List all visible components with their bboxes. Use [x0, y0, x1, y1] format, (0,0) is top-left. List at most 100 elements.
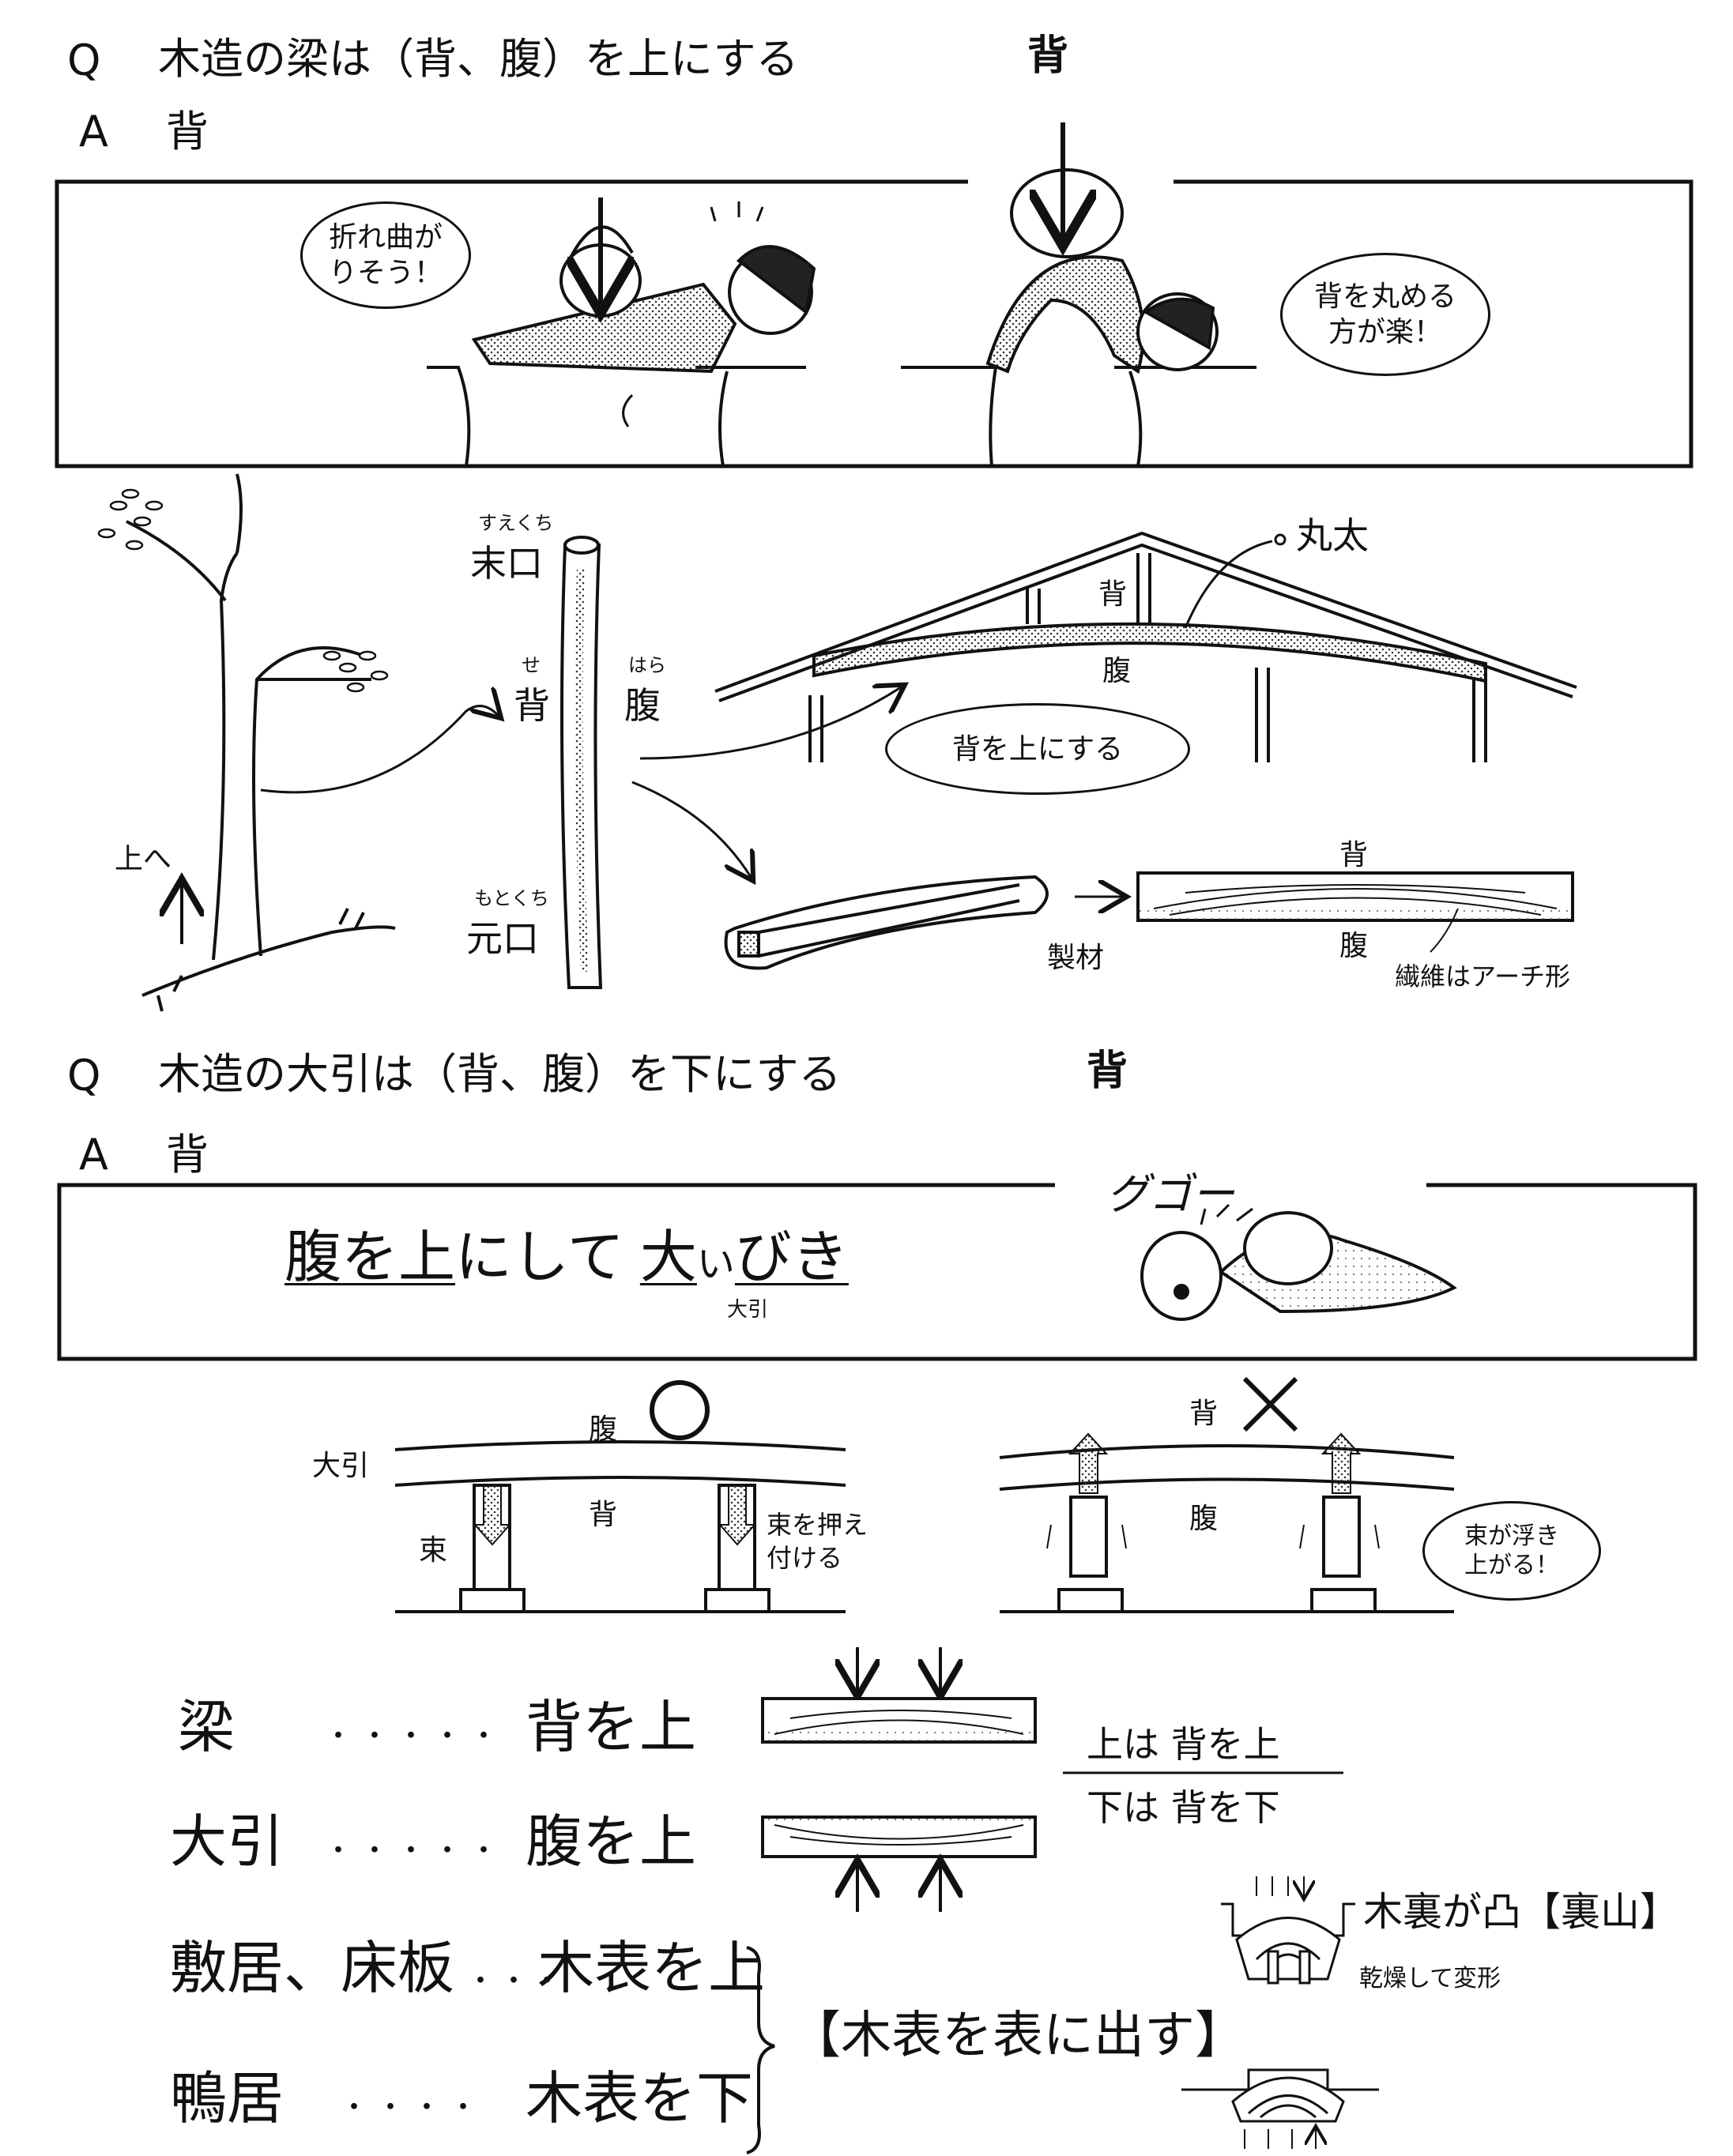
mnemonic-small: 大引 [727, 1298, 769, 1322]
roof-leader [1184, 540, 1273, 629]
roof-bubble-text: 背を上にする [951, 732, 1124, 766]
left-top-label: 腹 [589, 1413, 618, 1446]
correct-mark [650, 1380, 710, 1440]
up-label: 上へ [115, 843, 172, 875]
lumber-plank-1 [1136, 871, 1574, 922]
bubble-left-line2: りそう！ [328, 257, 443, 289]
bracket-note: 【木表を表に出す】 [790, 2007, 1245, 2065]
wrong-mark [1242, 1376, 1298, 1432]
roof-back-label: 背 [1098, 578, 1128, 611]
mnemonic-dai: 大 [639, 1224, 697, 1290]
side-rule-top: 上は 背を上 [1087, 1723, 1280, 1766]
log-to-lumber-arrow [631, 781, 751, 877]
q2-answer: 背 [166, 1130, 209, 1180]
figure-bending [471, 198, 816, 427]
mnemonic-belly: 腹 [284, 1224, 342, 1290]
mnemonic-wo: を [341, 1224, 399, 1290]
grain-note: 木裏が凸【裏山】 [1363, 1889, 1679, 1935]
base-end-label: 元口 [466, 917, 539, 960]
row2-dots: ・・・・・ [324, 1834, 507, 1867]
left-bottom-label: 背 [589, 1499, 618, 1531]
mnemonic-nishite: にして [455, 1224, 624, 1290]
roof-belly-label: 腹 [1102, 655, 1132, 687]
roof-log-label: 丸太 [1296, 514, 1369, 557]
tree-to-log-arrow [260, 706, 498, 794]
back-label: 背 [514, 684, 550, 727]
lift-arrows-right [1068, 1432, 1362, 1494]
q1-q-mark: Q [67, 36, 101, 85]
right-bubble-line2: 上がる！ [1464, 1552, 1559, 1579]
q1-answer-choice: 背 [1027, 32, 1068, 80]
fiber-leader [1430, 908, 1459, 953]
plank-sill [761, 1815, 1037, 1912]
speech-bubble-right: 背を丸める方が楽！ [1280, 253, 1490, 376]
mnemonic-biki: びき [734, 1224, 849, 1290]
belly-label: 腹 [624, 684, 661, 727]
press-arrows-left [473, 1484, 757, 1546]
q1-answer: 背 [166, 107, 209, 156]
q2-a-mark: A [79, 1130, 108, 1180]
bubble-left-line1: 折れ曲が [328, 221, 443, 254]
dry-note: 乾燥して変形 [1359, 1965, 1501, 1992]
q1-a-mark: A [79, 107, 108, 156]
row1-dots: ・・・・・ [324, 1720, 507, 1752]
bubble-right-line1: 背を丸める [1313, 280, 1456, 313]
row3-rule: 木表を上 [537, 1935, 766, 2001]
lumber-label: 製材 [1047, 942, 1105, 974]
bubble-right-line2: 方が楽！ [1328, 316, 1442, 348]
q2-question: 木造の大引は（背、腹）を下にする [158, 1049, 842, 1099]
panel-1-frame [55, 179, 1693, 468]
back-reading: せ [522, 654, 541, 676]
log-to-roof-arrow [639, 687, 901, 760]
snoring-figure [1140, 1203, 1457, 1321]
q1-question: 木造の梁は（背、腹）を上にする [158, 34, 799, 84]
row1-rule: 背を上 [526, 1694, 697, 1760]
base-end-reading: もとくち [474, 887, 549, 909]
right-bubble: 束が浮き上がる！ [1422, 1501, 1601, 1601]
plank-beam [761, 1647, 1037, 1744]
top-end-label: 末口 [470, 542, 543, 585]
lumber-belly-label: 腹 [1339, 930, 1369, 962]
right-top-label: 背 [1189, 1398, 1219, 1430]
roof-beam-log [812, 622, 1487, 683]
row1-item: 梁 [178, 1694, 235, 1760]
row4-dots: ・・・・ [340, 2091, 486, 2124]
row3-dots: ・・・ [466, 1965, 567, 1997]
row4-item: 鴨居 [170, 2065, 284, 2132]
fiber-note: 繊維はアーチ形 [1395, 961, 1571, 991]
side-rule-bottom: 下は 背を下 [1087, 1786, 1280, 1829]
speech-bubble-left: 折れ曲がりそう！ [300, 201, 471, 309]
left-note-line1: 束を押え [767, 1510, 868, 1540]
roof-bubble: 背を上にする [885, 703, 1190, 795]
row4-rule: 木表を下 [526, 2065, 754, 2132]
mnemonic-i: い [696, 1242, 735, 1286]
left-note: 束を押え付ける [767, 1509, 868, 1575]
cross-section-bottom [1181, 2068, 1379, 2149]
mnemonic-up: 上 [398, 1224, 456, 1290]
left-post-label: 束 [419, 1534, 448, 1567]
row-bracket [746, 1946, 775, 2154]
panel-1-ledges [427, 366, 1256, 467]
left-beam-label: 大引 [312, 1450, 370, 1482]
q2-q-mark: Q [67, 1051, 101, 1101]
log [560, 536, 603, 989]
right-bottom-label: 腹 [1189, 1503, 1219, 1535]
row3-item: 敷居、床板 [170, 1935, 455, 2001]
lumber-cut [724, 875, 1049, 970]
tree-leaves [97, 488, 389, 693]
panel-2-frame [57, 1183, 1697, 1361]
cross-section-top [1221, 1876, 1355, 1985]
mnemonic: 腹を上にして大いびき [284, 1229, 849, 1285]
beam-right [999, 1444, 1455, 1613]
row2-rule: 腹を上 [526, 1808, 697, 1875]
lumber-back-label: 背 [1339, 839, 1369, 871]
snore-text: グゴー [1106, 1169, 1234, 1219]
right-bubble-line1: 束が浮き [1464, 1522, 1559, 1550]
q2-answer-choice: 背 [1087, 1048, 1128, 1095]
belly-reading: はら [628, 654, 666, 676]
row2-item: 大引 [170, 1808, 284, 1875]
figure-arching [985, 122, 1219, 374]
top-end-reading: すえくち [478, 512, 554, 534]
left-note-line2: 付ける [767, 1542, 843, 1573]
